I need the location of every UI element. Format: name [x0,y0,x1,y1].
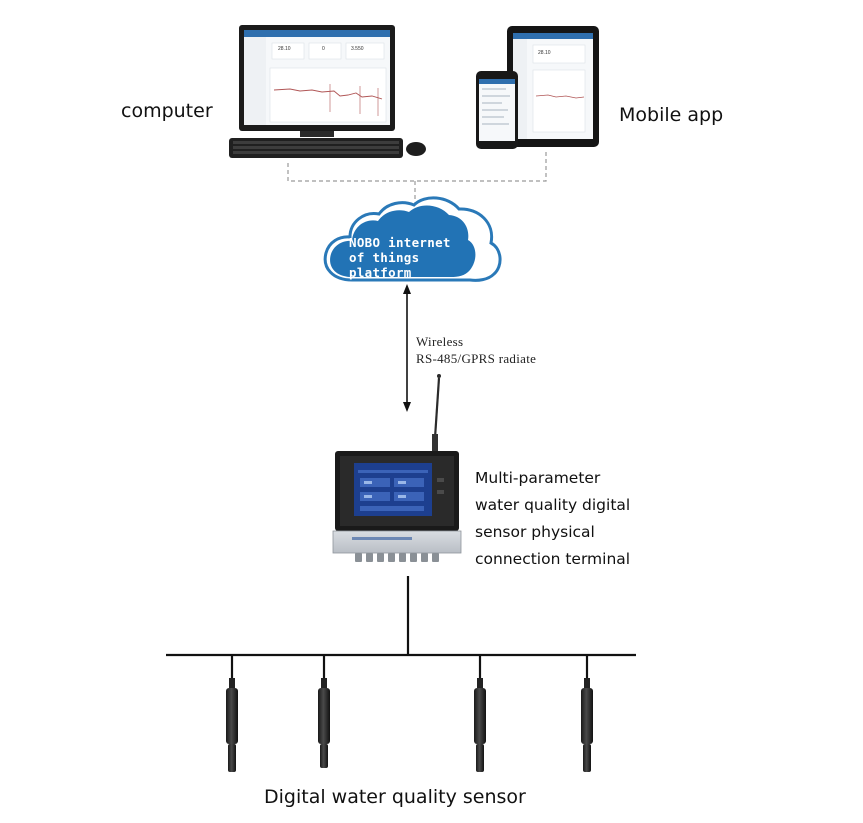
sensor-probe-icon [318,678,330,768]
antenna-icon [432,374,441,454]
mobile-app-label: Mobile app [619,104,724,126]
monitor-readout-3: 3.550 [351,46,364,52]
sensor-probe-icon [581,678,593,772]
cloud-platform-label: NOBO internet of things platform [349,235,451,280]
terminal-label-line: water quality digital [475,496,631,514]
cloud-label-line: of things [349,250,420,265]
terminal-label-line: connection terminal [475,550,631,568]
cloud-label-line: platform [349,265,412,280]
sensors-label: Digital water quality sensor [264,786,526,808]
sensor-bus [166,576,636,678]
monitor-readout-1: 28.10 [278,46,291,52]
controller-device-icon [332,451,462,562]
tablet-icon [507,26,599,147]
computer-label: computer [121,100,213,122]
bidirectional-arrow [403,284,411,412]
tablet-readout: 28.10 [538,50,551,56]
cloud-icon [323,196,502,282]
desktop-computer-icon [229,25,426,158]
terminal-label-line: sensor physical [475,523,595,541]
phone-icon [476,71,518,149]
link-label-wireless: Wireless [416,334,464,349]
sensor-probe-icon [226,678,238,772]
cloud-label-line: NOBO internet [349,235,451,250]
mouse [406,142,426,156]
monitor-readout-2: 0 [322,46,325,52]
terminal-label: Multi-parameter water quality digital se… [475,465,630,573]
sensor-probe-icon [474,678,486,772]
terminal-label-line: Multi-parameter [475,469,601,487]
link-label-protocol: RS-485/GPRS radiate [416,351,537,366]
